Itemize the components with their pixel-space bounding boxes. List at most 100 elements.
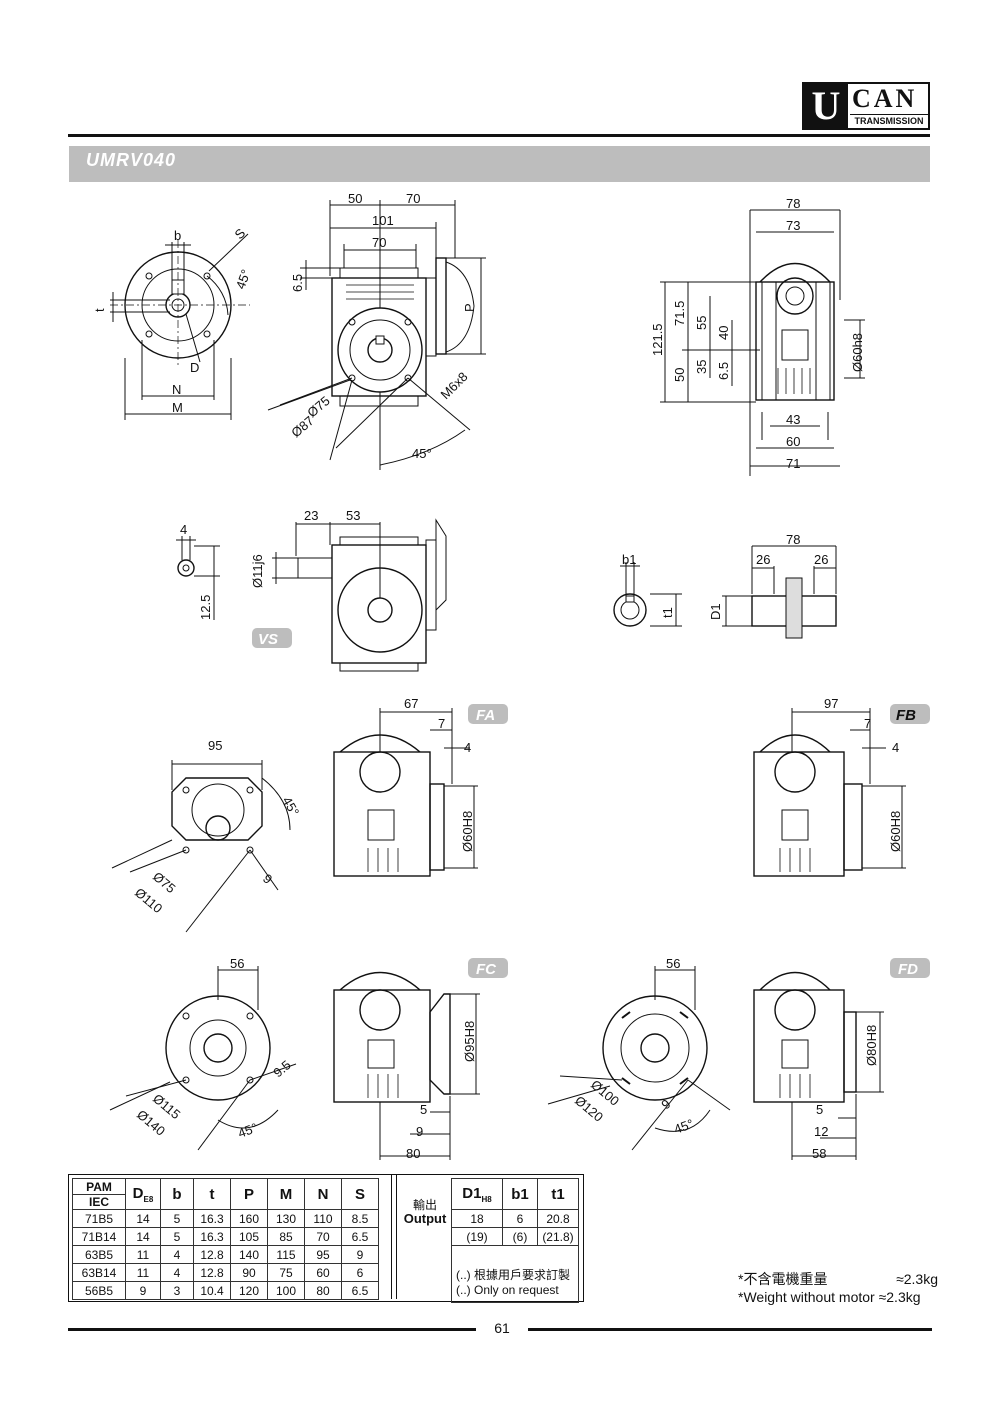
cell: 56B5 [72,1281,126,1300]
dim-56-fd: 56 [666,956,680,971]
dim-80: 80 [406,1146,420,1161]
output-label-spacer [399,1246,452,1303]
cell: 14 [125,1227,161,1246]
cell: 6 [341,1263,379,1282]
dim-50-b: 50 [672,368,687,382]
cell: 130 [267,1209,305,1228]
dim-26-a: 26 [756,552,770,567]
badge-fb: FB [896,707,916,724]
th-d: DE8 [125,1178,161,1210]
dim-50: 50 [348,191,362,206]
cell: 110 [304,1209,342,1228]
dim-35: 35 [694,360,709,374]
dim-4: 4 [180,522,187,537]
dim-6-5-b: 6.5 [716,362,731,380]
cell: 160 [230,1209,268,1228]
cell: 6.5 [341,1281,379,1300]
cell: 85 [267,1227,305,1246]
th-d1-sub: H8 [481,1194,492,1204]
cell: 5 [160,1209,194,1228]
fd-flange-front [547,966,731,1151]
dim-43: 43 [786,412,800,427]
dim-d1: D1 [708,603,723,620]
fc-flange-front [109,966,297,1151]
model-title: UMRV040 [86,150,177,170]
cell: (6) [502,1227,538,1246]
output-spec-table: 輸出 Output D1H8 b1 t1 18 6 20.8 (19) (6) … [399,1178,579,1303]
dim-70-top: 70 [406,191,420,206]
title-band [69,146,930,182]
dim-97: 97 [824,696,838,711]
dim-b: b [174,228,181,243]
note-cn: (..) 根據用戶要求訂製 [456,1268,570,1282]
th-d-sub: E8 [143,1194,154,1204]
dim-12-5: 12.5 [198,595,213,620]
output-shaft-detail [613,545,837,639]
cell: 8.5 [341,1209,379,1228]
motor-flange-view [110,233,250,420]
dim-phi60h8-fa: Ø60H8 [460,811,475,852]
dim-t1: t1 [660,607,675,618]
dim-45-c: 45° [279,794,302,819]
dim-5-fd: 5 [816,1102,823,1117]
dim-6-5: 6.5 [290,274,305,292]
dim-phi11j6: Ø11j6 [250,554,265,588]
end-view [660,209,865,476]
cell: (21.8) [537,1227,579,1246]
cell: 63B5 [72,1245,126,1264]
th-d1-label: D1 [462,1184,482,1202]
cell: 70 [304,1227,342,1246]
th-d-label: D [132,1184,144,1202]
dim-7-fb: 7 [864,716,871,731]
dim-71-5: 71.5 [672,301,687,326]
dim-p: P [462,303,477,312]
dim-7-fa: 7 [438,716,445,731]
badge-fa: FA [476,707,495,724]
cell: 6 [502,1209,538,1228]
fd-side-view [753,971,884,1160]
dim-phi95h8: Ø95H8 [462,1021,477,1062]
cell: 100 [267,1281,305,1300]
badge-fc: FC [476,961,497,978]
cell: 80 [304,1281,342,1300]
dim-9-fa: 9 [260,871,275,887]
dim-40: 40 [716,326,731,340]
header-rule [68,134,930,137]
dim-n: N [172,382,181,397]
cell: 4 [160,1245,194,1264]
dim-9-fc: 9 [416,1124,423,1139]
th-pam-iec: PAM IEC [72,1178,126,1210]
dim-23: 23 [304,508,318,523]
dim-56-fc: 56 [230,956,244,971]
output-label: 輸出 Output [399,1179,452,1246]
dim-58: 58 [812,1146,826,1161]
dim-101: 101 [372,213,394,228]
dim-phi60h8-fb: Ø60H8 [888,811,903,852]
on-request-note: (..) 根據用戶要求訂製 (..) Only on request [451,1245,579,1303]
cell: 71B14 [72,1227,126,1246]
cell: 5 [160,1227,194,1246]
dim-4-fb: 4 [892,740,899,755]
fc-side-view [333,971,480,1160]
dim-95: 95 [208,738,222,753]
th-s: S [341,1178,379,1210]
logo-name: CAN [852,84,918,113]
cell: 11 [125,1245,161,1264]
dim-m6x8: M6x8 [438,369,471,402]
cell: 60 [304,1263,342,1282]
note-en: (..) Only on request [456,1283,559,1297]
cell: 3 [160,1281,194,1300]
th-n: N [304,1178,342,1210]
dim-67: 67 [404,696,418,711]
dim-phi110: Ø110 [132,885,165,916]
dim-78-a: 78 [786,196,800,211]
cell: 90 [230,1263,268,1282]
fa-side-view [333,708,478,877]
dim-s: S [232,225,249,242]
dim-45-b: 45° [412,446,432,461]
